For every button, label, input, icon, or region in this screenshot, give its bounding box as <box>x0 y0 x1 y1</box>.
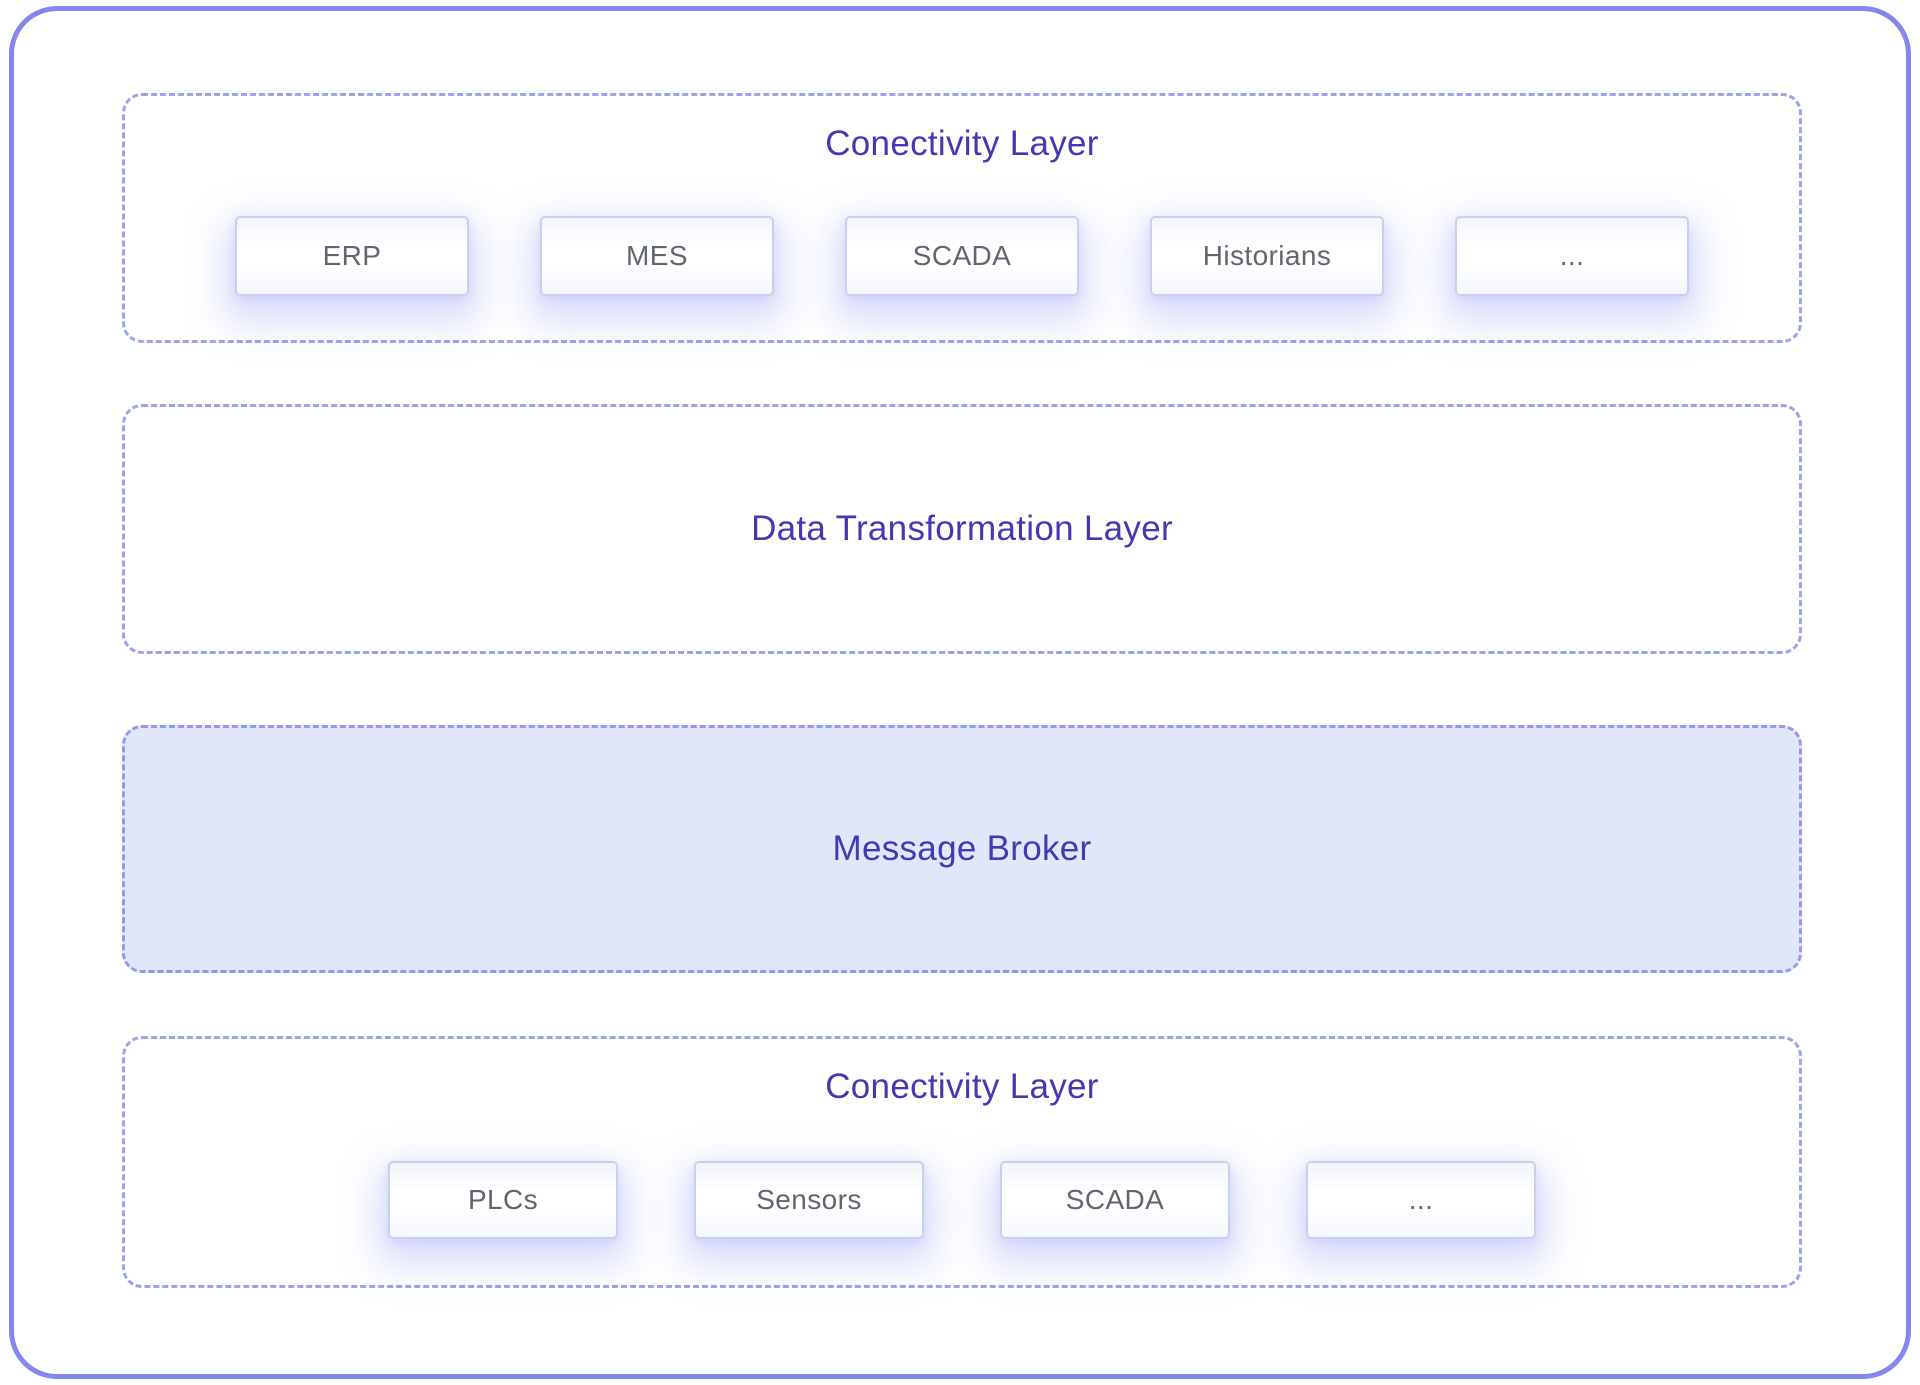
layer-bottom-connectivity: Conectivity Layer PLCs Sensors SCADA ... <box>122 1036 1802 1288</box>
layer-title-top-connectivity: Conectivity Layer <box>825 124 1099 163</box>
node-mes: MES <box>540 216 774 296</box>
node-plcs: PLCs <box>388 1161 618 1239</box>
node-ellipsis-top: ... <box>1455 216 1689 296</box>
node-scada-bottom: SCADA <box>1000 1161 1230 1239</box>
node-historians: Historians <box>1150 216 1384 296</box>
layer-message-broker: Message Broker <box>122 725 1802 973</box>
node-ellipsis-bottom: ... <box>1306 1161 1536 1239</box>
node-erp: ERP <box>235 216 469 296</box>
node-scada-top: SCADA <box>845 216 1079 296</box>
node-sensors: Sensors <box>694 1161 924 1239</box>
layer-title-data-transformation: Data Transformation Layer <box>751 509 1173 548</box>
node-row-bottom: PLCs Sensors SCADA ... <box>388 1161 1536 1239</box>
node-row-top: ERP MES SCADA Historians ... <box>235 216 1689 296</box>
layer-data-transformation: Data Transformation Layer <box>122 404 1802 654</box>
layer-title-bottom-connectivity: Conectivity Layer <box>825 1067 1099 1106</box>
layer-title-message-broker: Message Broker <box>832 829 1092 868</box>
layer-top-connectivity: Conectivity Layer ERP MES SCADA Historia… <box>122 93 1802 343</box>
